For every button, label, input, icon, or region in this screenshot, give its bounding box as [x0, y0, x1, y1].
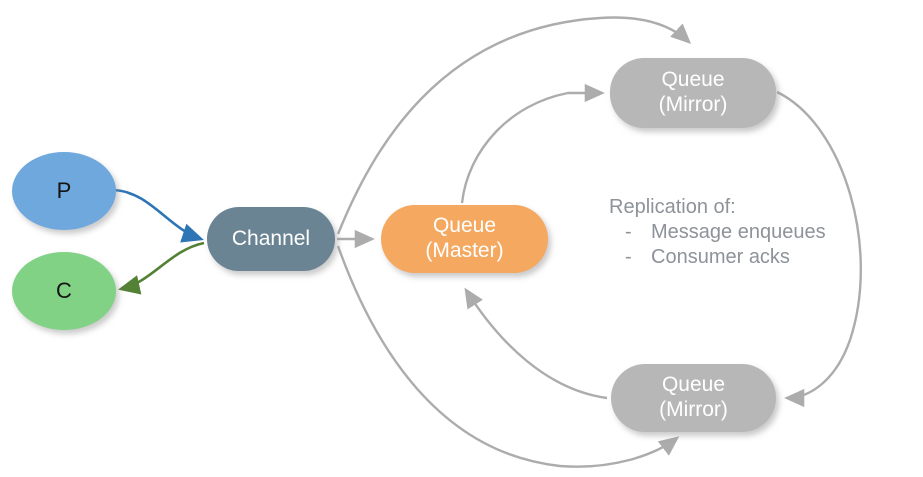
node-queue-mirror-bottom-label: Queue (Mirror)	[659, 373, 728, 421]
replication-note-title: Replication of:	[609, 196, 736, 218]
node-queue-mirror-bottom[interactable]: Queue (Mirror)	[611, 364, 776, 432]
node-consumer[interactable]: C	[12, 252, 116, 330]
node-queue-mirror-top-label: Queue (Mirror)	[658, 68, 728, 116]
replication-note-item: - Consumer acks	[609, 246, 909, 269]
node-queue-mirror-top[interactable]: Queue (Mirror)	[610, 58, 776, 128]
replication-note-dash-0: -	[625, 221, 632, 243]
edge-producer-to-channel	[113, 188, 204, 243]
edge-channel-to-consumer	[117, 241, 205, 295]
replication-note-dash-1: -	[625, 246, 632, 268]
node-queue-master-label: Queue (Master)	[425, 214, 504, 262]
edge-channel-to-mirror-bottom	[336, 245, 680, 468]
edge-mirror-bottom-to-master	[464, 287, 608, 400]
node-consumer-label: C	[56, 278, 72, 304]
node-producer[interactable]: P	[12, 152, 116, 230]
edge-channel-to-mirror-top	[336, 16, 692, 235]
node-producer-label: P	[56, 178, 72, 204]
replication-note-item-label-1: Consumer acks	[651, 246, 790, 268]
node-queue-master[interactable]: Queue (Master)	[381, 205, 548, 273]
edge-mirror-top-to-mirror-bottom	[776, 90, 862, 408]
node-channel-label: Channel	[231, 226, 311, 250]
edge-master-to-mirror-top	[460, 83, 605, 204]
node-channel[interactable]: Channel	[207, 207, 335, 271]
replication-note-item-label-0: Message enqueues	[651, 221, 826, 243]
replication-note-item: - Message enqueues	[609, 221, 909, 244]
replication-note: Replication of: - Message enqueues - Con…	[609, 196, 909, 269]
